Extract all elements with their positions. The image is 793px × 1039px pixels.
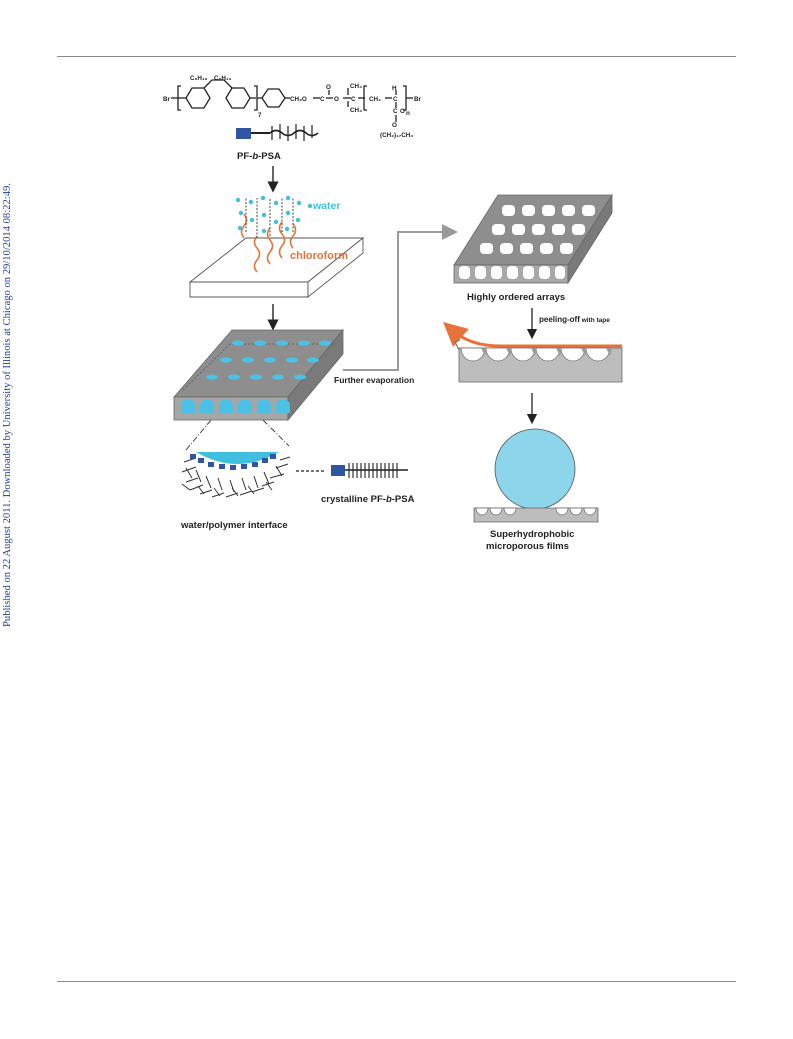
polymer-chains-vertical xyxy=(245,198,294,238)
porous-film xyxy=(173,328,344,422)
chem-br-right: Br xyxy=(414,96,422,103)
ordered-array-film xyxy=(453,193,613,285)
chem-ch2: CH₂ xyxy=(369,96,381,103)
chem-ch3-top: CH₃ xyxy=(350,83,362,90)
chem-c-1: C xyxy=(320,96,325,103)
block-copolymer-cartoon xyxy=(236,124,319,141)
header-rule xyxy=(57,56,736,57)
chem-o-4: O xyxy=(392,122,397,129)
peeling-tape-film xyxy=(443,322,623,383)
evaporation-connector xyxy=(343,224,458,371)
interface-label: water/polymer interface xyxy=(180,520,288,531)
peeling-label: peeling-off with tape xyxy=(539,315,610,324)
crystalline-label: crystalline PF-b-PSA xyxy=(321,494,415,505)
zoom-lines xyxy=(185,419,290,451)
chem-repeat-7: 7 xyxy=(258,112,262,119)
polymer-name: PF-b-PSA xyxy=(237,151,281,162)
chem-c6h13-right: C₆H₁₃ xyxy=(214,75,232,82)
chem-h: H xyxy=(392,85,397,92)
chemical-labels: C₆H₁₃ C₆H₁₃ Br 7 CH₂O C O O C CH₃ CH₃ CH… xyxy=(163,75,422,139)
further-evaporation-label: Further evaporation xyxy=(334,375,414,385)
chloroform-label: chloroform xyxy=(290,250,348,262)
chem-c-4: C xyxy=(393,108,398,115)
chem-o-3: O xyxy=(400,108,405,115)
chem-ch3-bottom: CH₃ xyxy=(350,107,362,114)
chem-side-chain: (CH₂)₁₇CH₃ xyxy=(380,132,413,139)
water-label: water xyxy=(312,200,340,212)
chem-c6h13-left: C₆H₁₃ xyxy=(190,75,208,82)
chem-o-1: O xyxy=(326,84,331,91)
superhydrophobic-label-line2: microporous films xyxy=(486,541,569,552)
crystalline-chain-cartoon xyxy=(331,463,408,478)
substrate-slab xyxy=(188,237,365,298)
interface-cartoon xyxy=(181,452,291,498)
superhydrophobic-label-line1: Superhydrophobic xyxy=(490,529,574,540)
ordered-arrays-label: Highly ordered arrays xyxy=(467,292,565,303)
chem-o-2: O xyxy=(334,96,339,103)
superhydrophobic-droplet xyxy=(473,428,599,523)
footer-rule xyxy=(57,981,736,982)
chem-br-left: Br xyxy=(163,96,171,103)
chem-ester-link: CH₂O xyxy=(290,96,307,103)
water-droplets xyxy=(235,195,313,234)
chemical-structure xyxy=(171,79,413,122)
chem-c-2: C xyxy=(351,96,356,103)
chem-repeat-n: n xyxy=(406,110,410,117)
chem-c-3: C xyxy=(393,96,398,103)
